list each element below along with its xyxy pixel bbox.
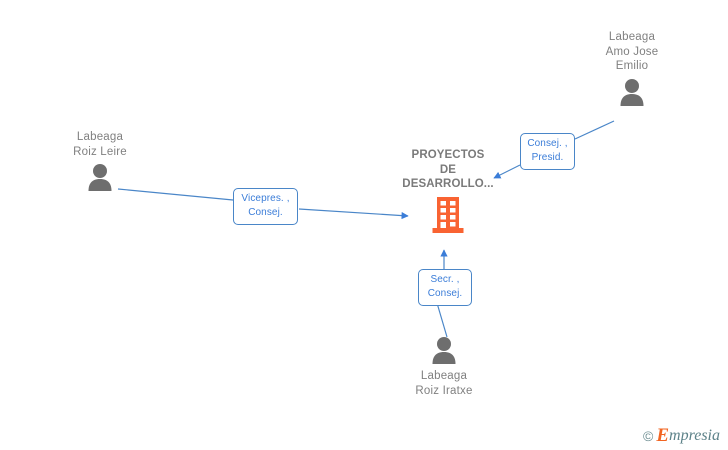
relation-label-secretario[interactable]: Secr. , Consej. — [418, 269, 472, 306]
company-name-label: PROYECTOS DE DESARROLLO... — [402, 149, 494, 190]
person-icon — [620, 78, 644, 106]
company-node[interactable]: PROYECTOS DE DESARROLLO... — [373, 148, 523, 234]
person-label: Labeaga Roiz Iratxe — [415, 370, 473, 397]
brand-name: mpresia — [669, 427, 720, 444]
person-icon — [88, 164, 112, 191]
brand-initial: E — [656, 425, 670, 446]
person-label: Labeaga Roiz Leire — [73, 131, 127, 158]
person-node-labeaga-roiz-leire[interactable]: Labeaga Roiz Leire — [35, 130, 165, 192]
empresia-watermark: © E mpresia — [643, 425, 720, 446]
relation-label-vicepresidente[interactable]: Vicepres. , Consej. — [233, 188, 298, 225]
relation-label-consejero-presidente[interactable]: Consej. , Presid. — [520, 133, 575, 170]
building-icon — [432, 196, 464, 233]
person-node-labeaga-roiz-iratxe[interactable]: Labeaga Roiz Iratxe — [379, 332, 509, 398]
person-node-labeaga-amo-jose-emilio[interactable]: Labeaga Amo Jose Emilio — [567, 30, 697, 107]
copyright-icon: © — [643, 428, 654, 444]
person-label: Labeaga Amo Jose Emilio — [605, 31, 659, 72]
person-icon — [432, 337, 456, 364]
